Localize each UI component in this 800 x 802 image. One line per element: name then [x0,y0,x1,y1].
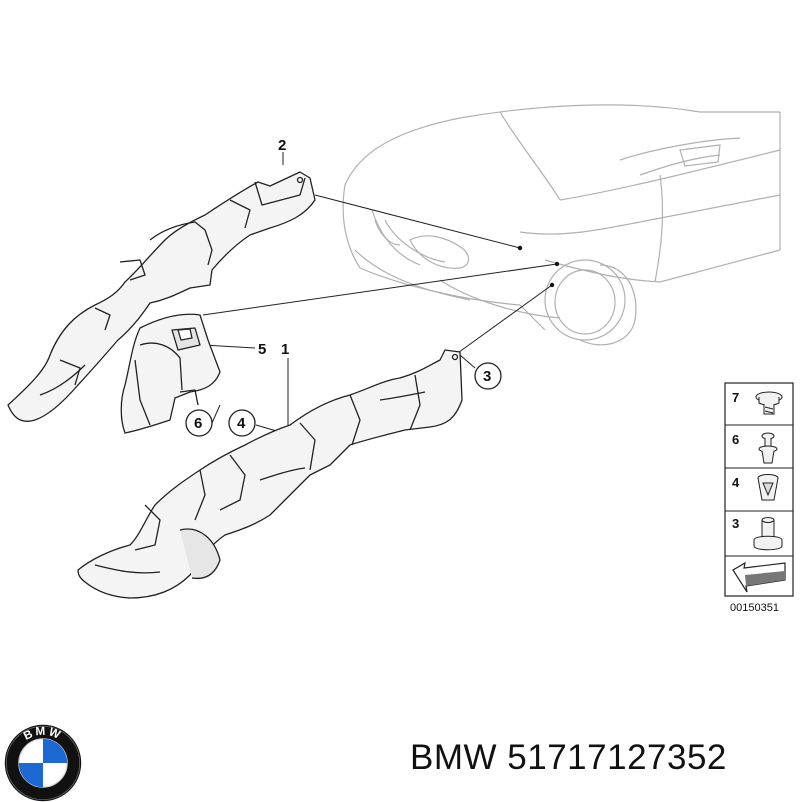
screw-icon [755,391,783,415]
legend-item-7: 7 [732,390,783,415]
callout-label-5: 5 [258,341,266,358]
leader-lines [202,152,558,433]
leader-dots [517,245,560,288]
car-outline [342,104,781,346]
brand-part-number: BMW 51717127352 [410,738,727,778]
parts-diagram: 2 5 1 3 4 6 7 [7,104,794,614]
clip-nut-icon [757,474,779,501]
push-clip-icon [758,432,778,464]
legend-item-3: 3 [732,516,783,551]
part-5-cover [120,313,221,434]
callout-label-3: 3 [483,368,491,385]
legend-number-4: 4 [732,475,740,490]
direction-arrow-icon [732,561,786,593]
legend-item-6: 6 [732,432,778,464]
part-2-wheel-arch-cover [7,171,316,422]
part-1-wheel-arch-liner [77,349,463,599]
callout-label-1: 1 [281,341,289,358]
callout-6: 6 [185,409,213,437]
legend-item-4: 4 [732,474,779,501]
brand-name: BMW [410,738,498,777]
fastener-legend: 7 6 4 3 [724,382,794,614]
bmw-logo: BMW [4,725,82,802]
callout-label-6: 6 [194,415,202,432]
part-number: 51717127352 [507,738,727,777]
callout-3: 3 [474,362,502,390]
callout-4: 4 [228,409,256,437]
callout-label-2: 2 [278,137,286,154]
legend-number-3: 3 [732,516,739,531]
legend-number-6: 6 [732,432,739,447]
callout-label-4: 4 [237,415,246,432]
grommet-icon [753,517,783,551]
diagram-reference-code: 00150351 [730,602,779,614]
callouts: 2 5 1 3 4 6 [185,137,502,437]
svg-text:BMW: BMW [21,725,64,743]
logo-lettering: BMW [21,725,61,743]
legend-number-7: 7 [732,390,739,405]
